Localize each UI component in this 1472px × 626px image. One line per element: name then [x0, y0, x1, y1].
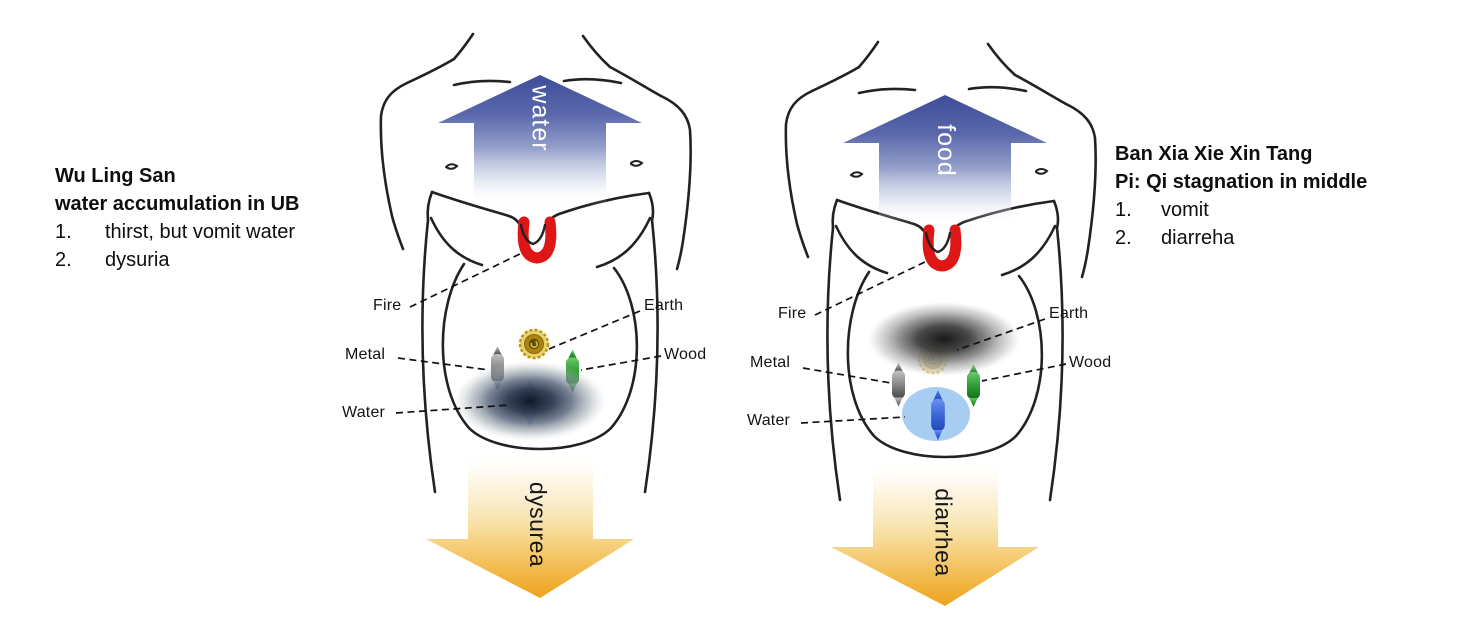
- figure-wu-ling-san: Fire Earth Metal Wood Water water dysure…: [340, 6, 720, 626]
- sternum-notch-line: [924, 231, 952, 254]
- fire-horseshoe: [922, 224, 962, 272]
- metal-pointer-line: [397, 357, 490, 371]
- earth-pointer-line: [548, 310, 641, 350]
- water-accumulation-cloud: [454, 361, 606, 441]
- figure-ban-xia-xie-xin-tang: Fire Earth Metal Wood Water food diarrhe…: [745, 14, 1125, 626]
- up-arrow: [438, 75, 642, 206]
- metal-label: Metal: [345, 346, 386, 363]
- list-text: thirst, but vomit water: [105, 221, 296, 243]
- earth-coin: [513, 323, 555, 365]
- left-note-title-2: water accumulation in UB: [55, 193, 300, 215]
- down-arrow-text: diarrhea: [930, 487, 957, 577]
- list-number: 1.: [55, 221, 72, 243]
- list-number: 2.: [1115, 227, 1132, 249]
- fire-pointer-line: [409, 251, 525, 308]
- list-text: dysuria: [105, 249, 170, 271]
- metal-pointer-line: [802, 367, 892, 384]
- fire-label: Fire: [373, 297, 402, 314]
- left-note-title-1: Wu Ling San: [55, 165, 176, 187]
- water-pointer-line: [800, 416, 906, 424]
- up-arrow-text: water: [526, 84, 555, 152]
- right-note: Ban Xia Xie Xin Tang Pi: Qi stagnation i…: [1115, 140, 1367, 252]
- up-arrow-text: food: [931, 123, 960, 177]
- wood-pointer-line: [580, 355, 662, 371]
- list-number: 2.: [55, 249, 72, 271]
- earth-pointer-line: [956, 318, 1046, 351]
- list-text: diarreha: [1161, 227, 1235, 249]
- earth-label: Earth: [644, 297, 684, 314]
- wood-pointer-line: [981, 363, 1067, 382]
- wood-label: Wood: [664, 346, 707, 363]
- down-arrow: [831, 462, 1039, 606]
- earth-label: Earth: [1049, 305, 1089, 322]
- left-note-item-1: 1. thirst, but vomit water: [55, 218, 300, 246]
- figure-overlay: [800, 95, 1067, 606]
- left-note: Wu Ling San water accumulation in UB 1. …: [55, 162, 300, 274]
- metal-label: Metal: [750, 354, 791, 371]
- right-note-title-2: Pi: Qi stagnation in middle: [1115, 171, 1368, 193]
- qi-stagnation-cloud: [868, 302, 1020, 376]
- figure-overlay: [395, 75, 662, 598]
- water-pointer-line: [395, 404, 511, 414]
- left-note-item-2: 2. dysuria: [55, 246, 300, 274]
- sternum-notch-line: [519, 223, 547, 246]
- right-note-title-1: Ban Xia Xie Xin Tang: [1115, 143, 1313, 165]
- up-arrow-label: water: [516, 78, 564, 158]
- right-note-item-2: 2. diarreha: [1115, 224, 1367, 252]
- up-arrow: [843, 95, 1047, 226]
- list-text: vomit: [1161, 199, 1209, 221]
- up-arrow-label: food: [921, 110, 969, 190]
- fire-label: Fire: [778, 305, 807, 322]
- fire-pointer-line: [814, 259, 930, 316]
- fire-horseshoe: [517, 216, 557, 264]
- list-number: 1.: [1115, 199, 1132, 221]
- wood-label: Wood: [1069, 354, 1112, 371]
- water-label: Water: [342, 404, 386, 421]
- down-arrow: [426, 454, 634, 598]
- down-arrow-label: diarrhea: [921, 482, 965, 582]
- down-arrow-label: dysurea: [516, 474, 560, 574]
- down-arrow-text: dysurea: [525, 481, 552, 567]
- right-note-item-1: 1. vomit: [1115, 196, 1367, 224]
- water-label: Water: [747, 412, 791, 429]
